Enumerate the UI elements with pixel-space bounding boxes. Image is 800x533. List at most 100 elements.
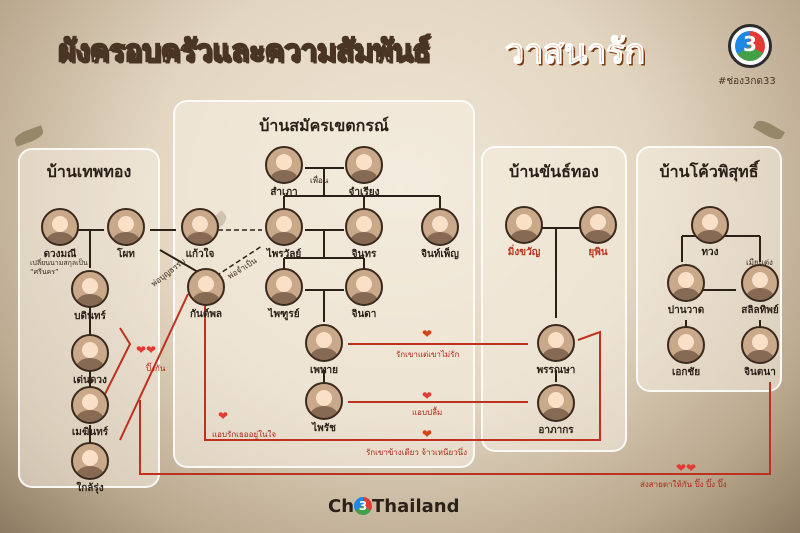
relation-mistress: เมียแต่ง (746, 258, 773, 267)
broken-heart-icon: ❤ (422, 427, 433, 441)
avatar (71, 334, 109, 372)
person-chinda2: จินตนา (730, 326, 790, 380)
panel-title: บ้านโค้วพิสุทธิ์ (659, 162, 759, 181)
panel-title: บ้านเทพทอง (46, 162, 132, 181)
person-name: ใกล้รุ่ง (76, 483, 104, 494)
avatar (741, 264, 779, 302)
person-name: ยุพิน (588, 247, 608, 258)
relation-glance: ส่งสายตาให้กัน ปิ๊ง ปิ๊ง ปิ๊ง (640, 480, 727, 489)
avatar (71, 442, 109, 480)
brand-number: 3 (354, 497, 373, 515)
person-phrowan: ไพรวัลย์ (254, 208, 314, 262)
title-bar: ผังครอบครัวและความสัมพันธ์ วาสนารัก (0, 20, 800, 80)
page-title: ผังครอบครัวและความสัมพันธ์ (57, 33, 431, 70)
person-kanphon: กันต์พล (176, 268, 236, 322)
person-bodin: บดินทร์ (60, 270, 120, 324)
person-klairung: ใกล้รุ่ง (60, 442, 120, 496)
person-yuphin: ยุพิน (568, 206, 628, 260)
person-name: จินดา (351, 309, 377, 320)
avatar (181, 208, 219, 246)
heart-icon: ❤❤ (136, 343, 157, 357)
person-name: เพทาย (309, 365, 339, 376)
avatar (691, 206, 729, 244)
person-name: อาภากร (538, 425, 574, 436)
avatar (345, 146, 383, 184)
avatar (537, 384, 575, 422)
relation-together: ปิ๊งกัน (146, 364, 166, 373)
person-name: จินท์เพ็ญ (421, 249, 459, 260)
drama-title: วาสนารัก (504, 32, 646, 73)
person-name: ไพรัช (312, 423, 336, 434)
avatar (265, 268, 303, 306)
person-samkao: สำเภา (254, 146, 314, 200)
person-name: ปานวาด (667, 305, 705, 316)
person-mekhin: เมฆินทร์ (60, 386, 120, 440)
person-thong: ทวง (680, 206, 740, 260)
brand-prefix: Ch (328, 496, 355, 517)
person-name: กันต์พล (189, 309, 223, 320)
person-name: โผท (117, 249, 135, 260)
avatar (265, 146, 303, 184)
person-name: ไพรวัลย์ (266, 249, 302, 260)
panel-title: บ้านขันธ์ทอง (509, 162, 599, 181)
heart-icon: ❤❤ (676, 461, 697, 475)
person-apaphon: อาภากร (526, 384, 586, 438)
person-name: ดวงมณี (43, 249, 77, 260)
person-mingkhwan: มิ่งขวัญ (494, 206, 554, 260)
avatar (305, 324, 343, 362)
avatar (345, 208, 383, 246)
relation-loves-unrequited: รักเขาแต่เขาไม่รัก (396, 350, 460, 359)
hashtag: #ช่อง3กด33 (718, 76, 776, 87)
person-panwad: ปานวาด (656, 264, 716, 318)
person-name: เด่นดวง (73, 375, 107, 386)
avatar (421, 208, 459, 246)
person-name: พรรณษา (536, 365, 576, 376)
relation-one-sided: รักเขาข้างเดียว จ้าวเหนียวนึ่ง (366, 448, 468, 457)
person-kaewjai: แก้วใจ (170, 208, 230, 262)
person-phethai: เพทาย (294, 324, 354, 378)
avatar (345, 268, 383, 306)
person-duangmanee: ดวงมณี (30, 208, 90, 262)
name-change-note: เปลี่ยนนามสกุลเป็น “ศรีนคร” (30, 259, 88, 276)
avatar (107, 208, 145, 246)
relation-secret-love: แอบปลื้ม (412, 408, 443, 417)
person-name: จินทร (351, 249, 377, 260)
avatar (41, 208, 79, 246)
heart-icon: ❤ (422, 389, 433, 403)
avatar (71, 270, 109, 308)
heart-icon: ❤ (218, 409, 229, 423)
person-chinphen: จินท์เพ็ญ (410, 208, 470, 262)
avatar (265, 208, 303, 246)
leaf-decoration (753, 117, 785, 143)
brand-suffix: Thailand (372, 496, 460, 517)
person-denduang: เด่นดวง (60, 334, 120, 388)
person-name: ทวง (701, 247, 719, 258)
person-phairot: ไพรัช (294, 382, 354, 436)
person-name: สลิลทิพย์ (741, 305, 779, 316)
person-chamriang: จำเรียง (334, 146, 394, 200)
person-name: เอกชัย (671, 367, 701, 378)
person-name: บดินทร์ (74, 311, 106, 322)
avatar (537, 324, 575, 362)
person-phot: โผท (96, 208, 156, 262)
person-name: เมฆินทร์ (71, 427, 109, 438)
logo-number: 3 (743, 32, 757, 56)
avatar (71, 386, 109, 424)
person-phaitun: ไพฑูรย์ (254, 268, 314, 322)
avatar (187, 268, 225, 306)
avatar (305, 382, 343, 420)
avatar (667, 326, 705, 364)
channel-logo: 3 (728, 24, 772, 68)
avatar (667, 264, 705, 302)
avatar (741, 326, 779, 364)
avatar (505, 206, 543, 244)
person-name: จินตนา (744, 367, 776, 378)
leaf-decoration (12, 125, 46, 147)
person-ekachai: เอกชัย (656, 326, 716, 380)
person-name: ไพฑูรย์ (268, 309, 300, 320)
person-name: สำเภา (270, 187, 298, 198)
person-name: จำเรียง (348, 187, 380, 198)
broken-heart-icon: ❤ (422, 327, 433, 341)
person-phonsuda: พรรณษา (526, 324, 586, 378)
